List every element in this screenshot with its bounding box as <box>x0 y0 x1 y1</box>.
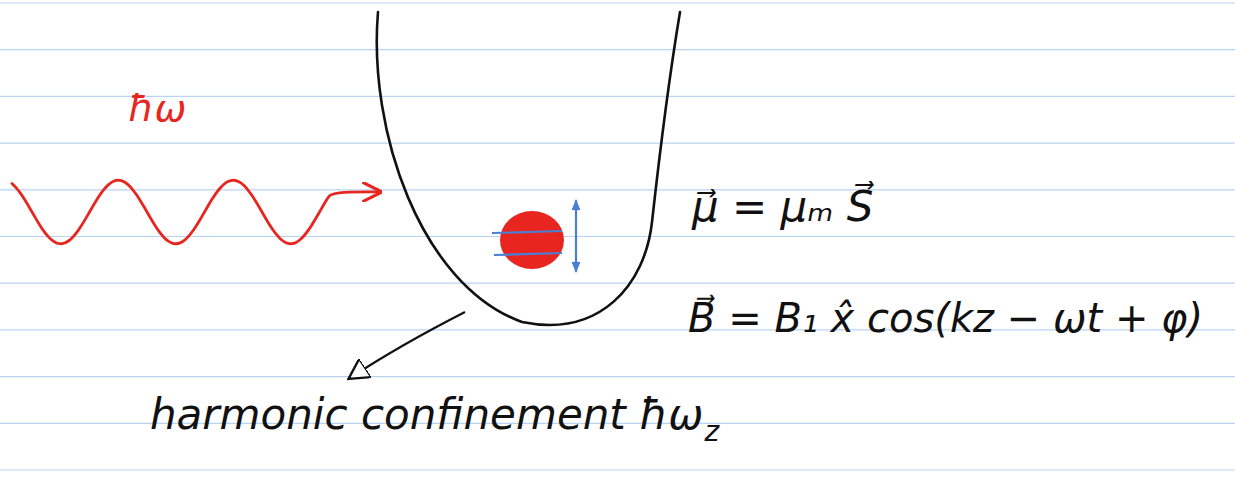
harmonic-potential <box>377 12 680 325</box>
ruling-line <box>0 143 1235 144</box>
ruling-line <box>0 2 1235 3</box>
ruling-line <box>0 189 1235 190</box>
photon-energy: ħω <box>128 88 186 130</box>
ruling-line <box>0 236 1235 237</box>
level-line <box>492 231 562 233</box>
oscillation-arrow <box>575 200 577 272</box>
notebook-ruling <box>0 3 1235 470</box>
magnetic-moment: μ⃗ = μₘ S⃗ <box>692 184 874 230</box>
ruling-line <box>0 283 1235 284</box>
field-equation: B⃗ = B₁ x̂ cos(kz − ωt + φ) <box>688 296 1203 340</box>
ruling-line <box>0 469 1235 470</box>
subscript: z <box>705 417 720 448</box>
photon-wave <box>12 180 380 243</box>
particle <box>500 211 564 269</box>
leader-arrow <box>350 312 465 378</box>
confinement-label: harmonic confinement ħω <box>150 392 704 438</box>
level-line <box>494 253 562 255</box>
ruling-line <box>0 49 1235 50</box>
ruling-line <box>0 376 1235 377</box>
